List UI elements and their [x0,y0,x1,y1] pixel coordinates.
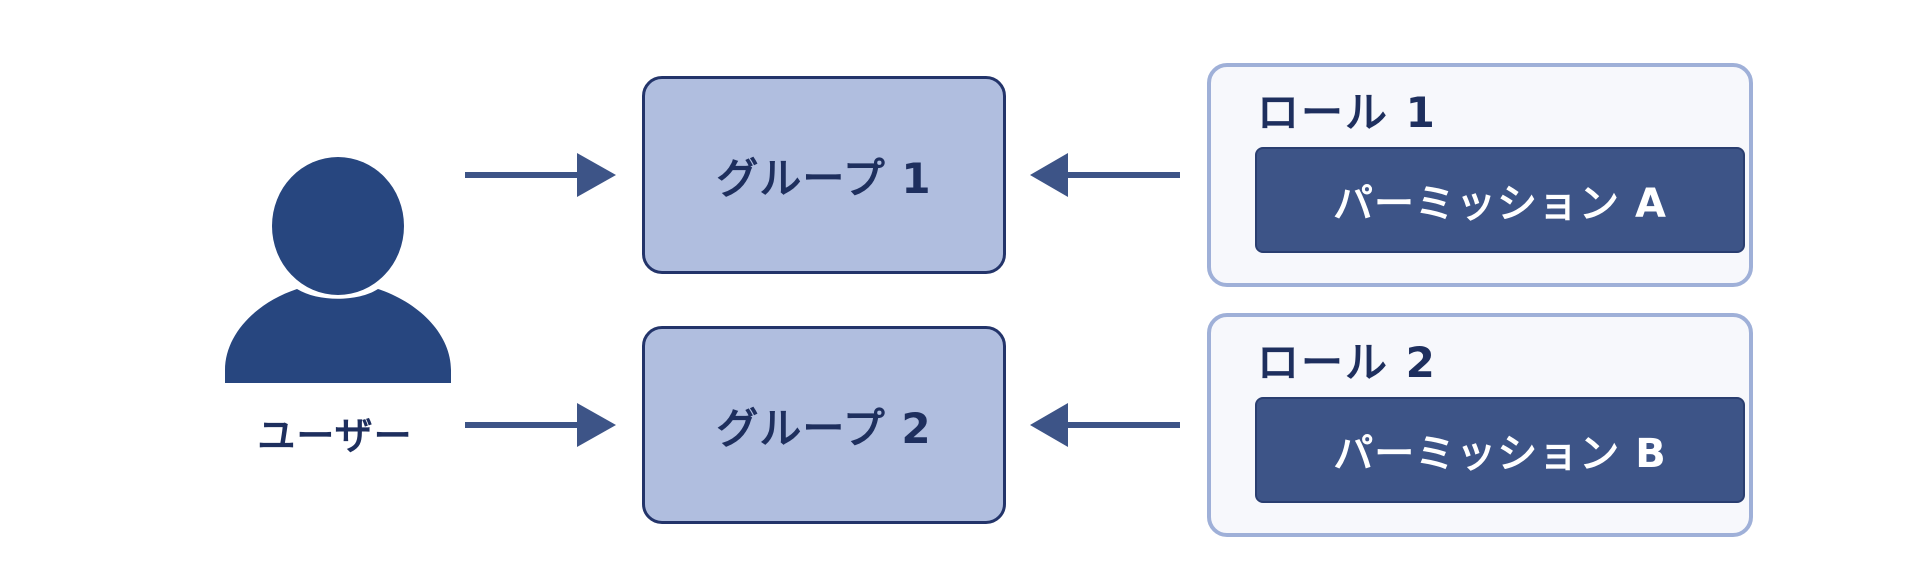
role-2-box: ロール 2 パーミッション B [1207,313,1753,537]
role-1-title: ロール 1 [1257,88,1437,137]
group-2-box: グループ 2 [642,326,1006,524]
edge-user-group-2 [465,403,616,447]
role-1-box: ロール 1 パーミッション A [1207,63,1753,287]
permission-b-label: パーミッション B [1333,431,1667,477]
user-label: ユーザー [257,413,413,458]
edge-user-group-1 [465,153,616,197]
role-2-title: ロール 2 [1257,338,1437,387]
permission-b-box: パーミッション B [1255,397,1745,503]
permission-a-box: パーミッション A [1255,147,1745,253]
group-1-box: グループ 1 [642,76,1006,274]
edge-role-2-group-2 [1030,403,1180,447]
person-head [272,157,404,295]
permission-a-label: パーミッション A [1333,181,1667,227]
person-icon [225,157,451,383]
edge-role-1-group-1 [1030,153,1180,197]
group-1-label: グループ 1 [716,153,932,203]
person-body [225,289,451,383]
group-2-label: グループ 2 [716,403,932,453]
